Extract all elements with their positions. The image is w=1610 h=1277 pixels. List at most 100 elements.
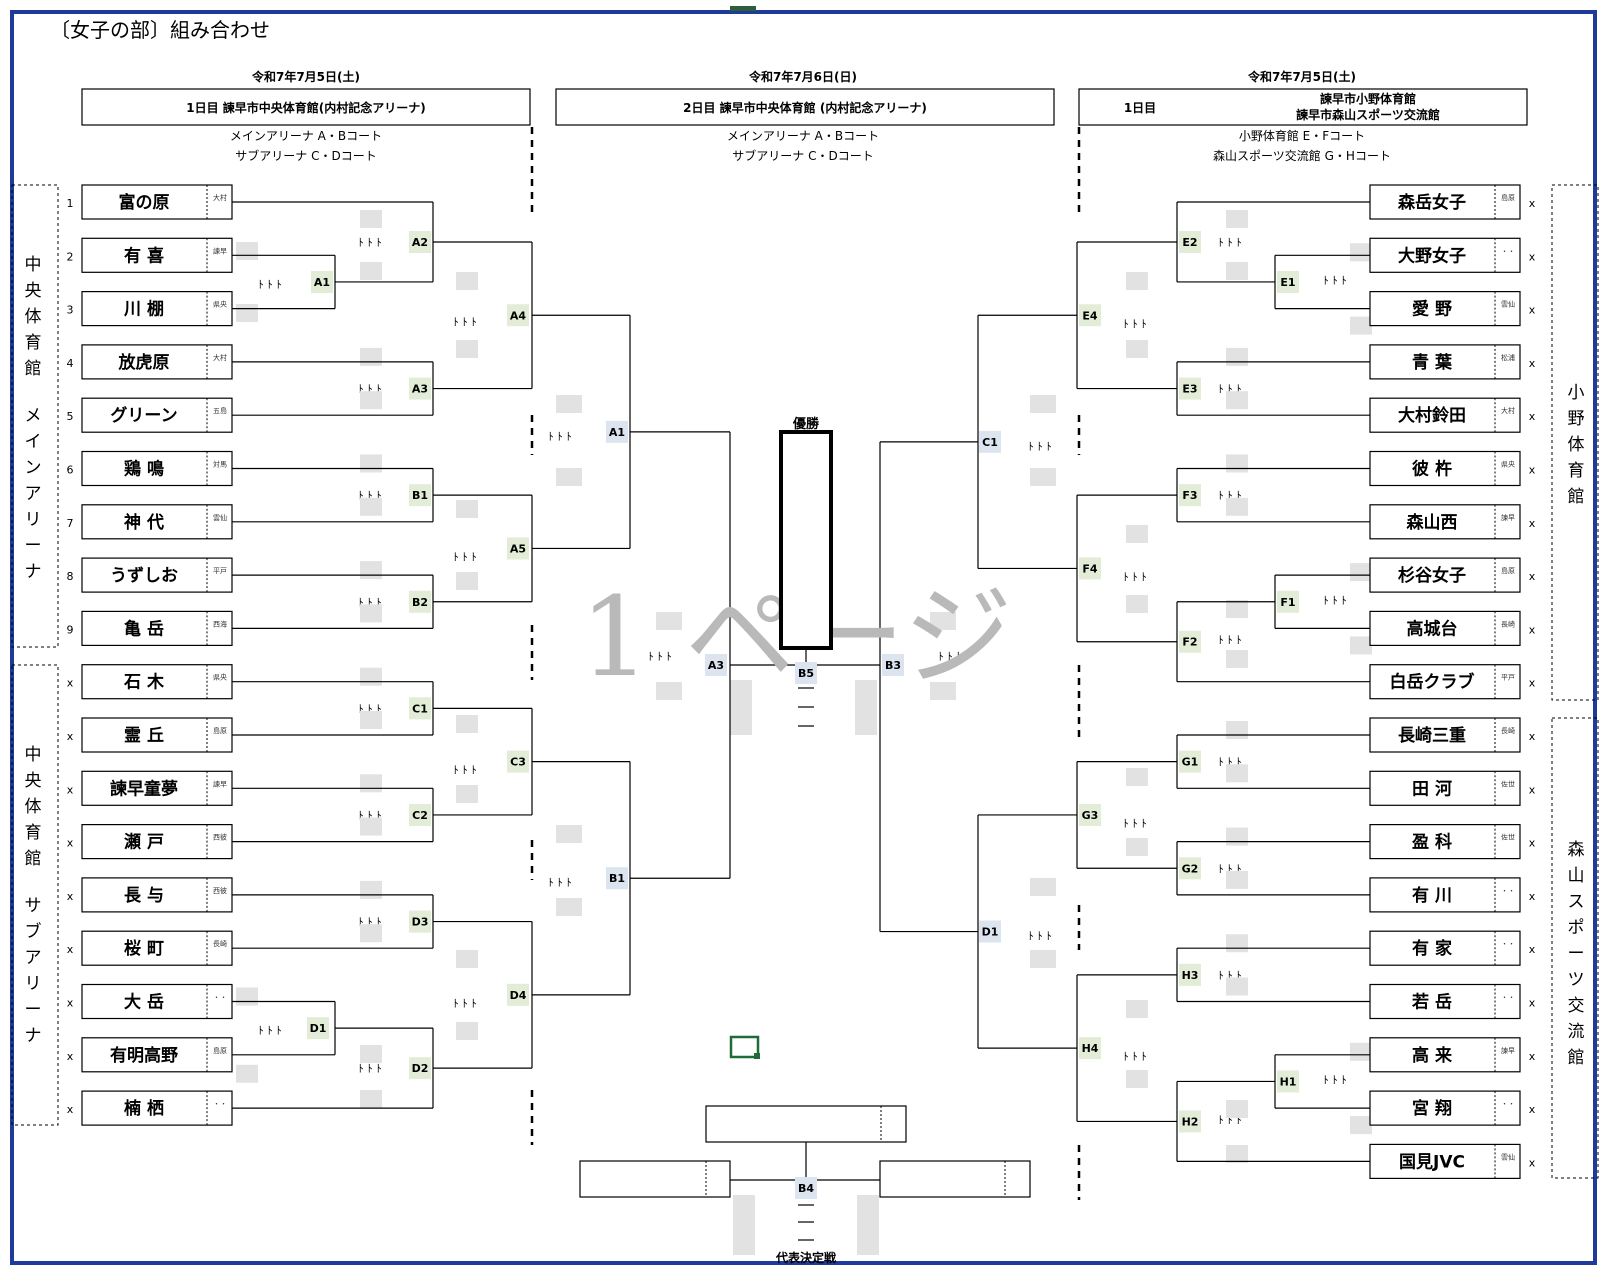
team-school: 西彼: [213, 833, 227, 842]
team-school: 西海: [213, 619, 227, 628]
score-cell: [1126, 525, 1148, 543]
match-code-A1: A1: [311, 270, 333, 293]
team-seed-number: x: [1529, 517, 1536, 530]
team-seed-number: x: [67, 890, 74, 903]
svg-text:ブ: ブ: [25, 921, 42, 942]
svg-text:イ: イ: [25, 432, 42, 452]
team-name: 大 岳: [124, 992, 164, 1013]
match-code-A5: A5: [507, 537, 529, 560]
match-code-B1: B1: [409, 484, 431, 507]
team-name: 森山西: [1407, 512, 1458, 533]
right-date: 令和7年7月5日(土): [1247, 69, 1356, 84]
svg-text:中: 中: [25, 255, 42, 275]
match-code-bg: [507, 983, 529, 1006]
match-code-bg: [1179, 963, 1201, 986]
match-code-bg: [409, 697, 431, 720]
score-cell: [360, 924, 382, 943]
svg-text:交: 交: [1568, 996, 1585, 1016]
match-code-label: A3: [412, 383, 428, 396]
svg-text:ー: ー: [25, 1000, 42, 1020]
match-code-bg: [409, 590, 431, 613]
score-cell: [360, 391, 382, 410]
column-dividers: [530, 127, 1081, 1200]
score-cell: [857, 1195, 879, 1255]
match-code-bg: [1079, 803, 1101, 826]
score-cell: [360, 817, 382, 836]
right-header-box: [1078, 88, 1528, 126]
score-cell: [360, 561, 382, 580]
team-name: 有明高野: [110, 1045, 178, 1066]
score-marks: ﾄ ﾄ ﾄ: [1323, 594, 1347, 607]
score-cell: [360, 1045, 382, 1063]
svg-text:リ: リ: [25, 974, 42, 994]
team-seed-number: 3: [67, 304, 74, 317]
score-cell: [556, 468, 582, 486]
team-name: 白岳クラブ: [1390, 672, 1475, 693]
match-code-bg: [795, 662, 817, 684]
center-date: 令和7年7月6日(日): [748, 69, 857, 84]
score-cell: [360, 261, 382, 280]
score-marks: ﾄ ﾄ ﾄ: [1028, 440, 1052, 453]
team-name: 川 棚: [123, 299, 164, 320]
match-code-C3: C3: [507, 750, 529, 773]
team-school: 島原: [213, 726, 227, 735]
score-cell: [456, 785, 478, 803]
match-code-label: D1: [982, 926, 999, 939]
right-team-row: 有 川・・x: [1369, 877, 1536, 913]
svg-text:ー: ー: [25, 536, 42, 556]
svg-text:育: 育: [1568, 461, 1585, 481]
score-cell: [1350, 316, 1372, 335]
score-cell: [1226, 1145, 1248, 1163]
match-code-label: H3: [1182, 969, 1199, 982]
score-marks: ﾄ ﾄ ﾄ: [548, 430, 572, 443]
score-cell: [855, 680, 877, 735]
match-code-F1: F1: [1277, 590, 1299, 613]
sheet-tab-marker: [730, 6, 756, 11]
team-school: 県央: [1501, 460, 1515, 469]
team-school: 雲仙: [1501, 1152, 1515, 1161]
match-code-label: C2: [412, 809, 428, 822]
sheet-title: 〔女子の部〕組み合わせ: [50, 18, 270, 42]
match-code-B4c: B4: [795, 1177, 817, 1199]
match-code-D1c: D1: [979, 920, 1001, 943]
svg-text:体: 体: [25, 307, 42, 327]
rep-winner-box: [705, 1105, 907, 1143]
match-code-bg: [1277, 1070, 1299, 1093]
right-header-venue-1: 諫早市小野体育館: [1320, 91, 1416, 106]
team-name: 放虎原: [118, 352, 170, 373]
match-code-bg: [1277, 590, 1299, 613]
team-name: 霊 丘: [124, 726, 164, 746]
score-cell: [1226, 454, 1248, 473]
score-cell: [456, 950, 478, 968]
cell-cursor[interactable]: [729, 1035, 760, 1059]
svg-text:野: 野: [1568, 409, 1585, 429]
team-seed-number: x: [1529, 357, 1536, 370]
team-seed-number: x: [1529, 837, 1536, 850]
team-name: 石 木: [123, 672, 165, 693]
team-school: 平戸: [213, 567, 227, 575]
score-marks: ﾄ ﾄ ﾄ: [1323, 1073, 1347, 1086]
team-seed-number: 8: [67, 570, 74, 583]
match-code-label: G1: [1182, 756, 1199, 769]
team-name: 神 代: [124, 512, 164, 533]
team-school: 対馬: [213, 460, 227, 469]
cell-cursor-handle[interactable]: [754, 1053, 760, 1059]
match-code-bg: [1079, 557, 1101, 580]
venue-group-right-top: [1551, 184, 1599, 701]
score-marks: ﾄ ﾄ ﾄ: [1028, 930, 1052, 943]
match-code-E3: E3: [1179, 377, 1201, 400]
svg-text:ー: ー: [1568, 944, 1585, 964]
team-seed-number: x: [1529, 570, 1536, 583]
left-court-line-2: サブアリーナ C・Dコート: [235, 148, 376, 163]
svg-text:体: 体: [1568, 435, 1585, 455]
score-cell: [456, 572, 478, 590]
score-cell: [1126, 768, 1148, 786]
score-cell: [1226, 934, 1248, 953]
match-code-bg: [409, 230, 431, 253]
match-code-label: C3: [510, 756, 526, 769]
team-school: 五島: [213, 406, 227, 415]
match-code-label: E3: [1182, 383, 1197, 396]
team-seed-number: x: [1529, 197, 1536, 210]
